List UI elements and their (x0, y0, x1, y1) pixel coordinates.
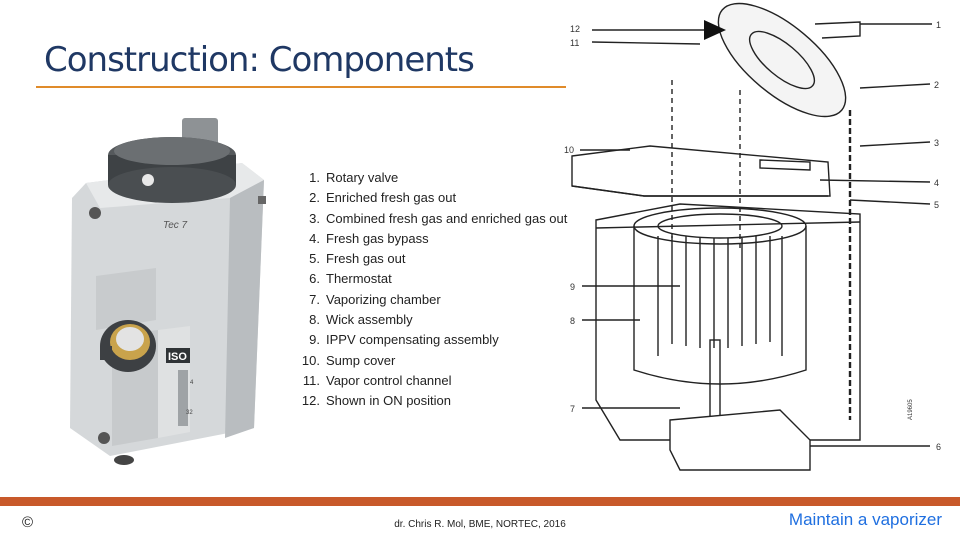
list-item: 7.Vaporizing chamber (309, 291, 441, 307)
footer: © dr. Chris R. Mol, BME, NORTEC, 2016 Ma… (0, 506, 960, 540)
list-item: 10.Sump cover (301, 352, 396, 368)
diagram-callout-10: 10 (564, 145, 574, 155)
copyright-symbol: © (22, 514, 34, 531)
diagram-callout-1: 1 (936, 20, 941, 30)
diagram-callout-5: 5 (934, 200, 939, 210)
photo-scale-bottom: 32 (186, 410, 193, 416)
footer-credit: dr. Chris R. Mol, BME, NORTEC, 2016 (394, 519, 566, 530)
diagram-callout-8: 8 (570, 316, 575, 326)
diagram-side-code: A19605 (908, 399, 914, 420)
list-item: 6.Thermostat (309, 271, 392, 287)
list-item: 2.Enriched fresh gas out (309, 190, 457, 206)
diagram-callout-4: 4 (934, 178, 939, 188)
diagram-callout-3: 3 (934, 138, 939, 148)
vaporizer-photo: Tec 7 ISO 4 32 (40, 108, 288, 494)
diagram-callout-7: 7 (570, 404, 575, 414)
diagram-callout-12: 12 (570, 24, 580, 34)
vaporizer-cutaway-diagram: 12 11 1 2 10 3 4 5 9 8 7 6 A19605 (564, 2, 941, 471)
slide-title: Construction: Components (44, 40, 475, 80)
list-item: 4.Fresh gas bypass (309, 230, 429, 246)
diagram-callout-2: 2 (934, 80, 939, 90)
list-item: 1.Rotary valve (309, 170, 399, 185)
photo-agent-label: ISO (168, 351, 187, 363)
photo-brand-label: Tec 7 (163, 220, 188, 231)
diagram-callout-9: 9 (570, 282, 575, 292)
list-item: 11.Vapor control channel (302, 372, 452, 388)
footer-title: Maintain a vaporizer (788, 510, 942, 529)
list-item: 8.Wick assembly (309, 312, 413, 328)
photo-scale-top: 4 (190, 380, 194, 386)
list-item: 12.Shown in ON position (301, 393, 452, 409)
list-item: 9.IPPV compensating assembly (309, 332, 499, 348)
title-underline (36, 86, 566, 88)
footer-bar (0, 497, 960, 506)
list-item: 5.Fresh gas out (309, 251, 406, 267)
diagram-callout-11: 11 (570, 38, 579, 48)
component-list: 1.Rotary valve 2.Enriched fresh gas out … (298, 168, 567, 412)
diagram-callout-6: 6 (936, 442, 941, 452)
list-item: 3.Combined fresh gas and enriched gas ou… (309, 210, 568, 226)
